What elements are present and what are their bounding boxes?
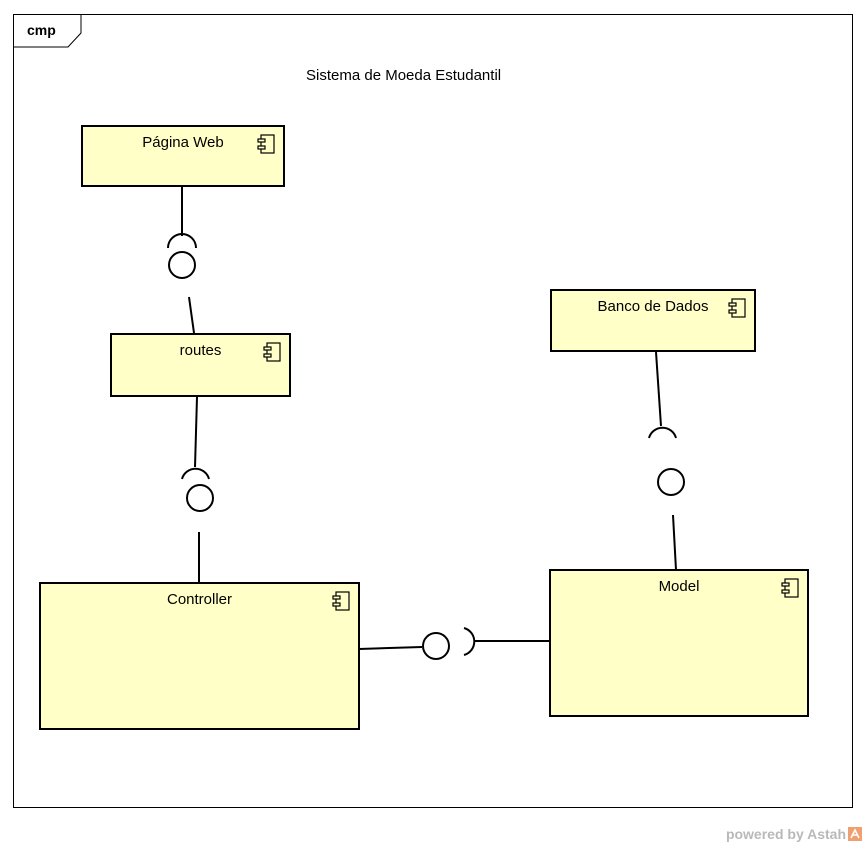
astah-watermark: powered by Astah — [726, 826, 862, 842]
component-banco-de-dados[interactable]: Banco de Dados — [550, 289, 756, 352]
component-icon — [781, 578, 799, 598]
component-icon — [332, 591, 350, 611]
diagram-title: Sistema de Moeda Estudantil — [306, 67, 502, 84]
component-name: routes — [179, 342, 222, 359]
astah-logo-icon — [848, 827, 862, 841]
component-name: Banco de Dados — [597, 298, 709, 315]
component-controller[interactable]: Controller — [39, 582, 360, 730]
diagram-frame — [13, 14, 853, 808]
component-icon — [728, 298, 746, 318]
component-routes[interactable]: routes — [110, 333, 291, 397]
component-model[interactable]: Model — [549, 569, 809, 717]
component-icon — [263, 342, 281, 362]
component-name: Página Web — [142, 134, 224, 151]
watermark-text: powered by Astah — [725, 826, 846, 842]
component-name: Controller — [166, 591, 233, 608]
component-pagina-web[interactable]: Página Web — [81, 125, 285, 187]
component-icon — [257, 134, 275, 154]
frame-tab — [13, 14, 82, 48]
frame-kind-label: cmp — [27, 22, 56, 38]
component-name: Model — [658, 578, 700, 595]
